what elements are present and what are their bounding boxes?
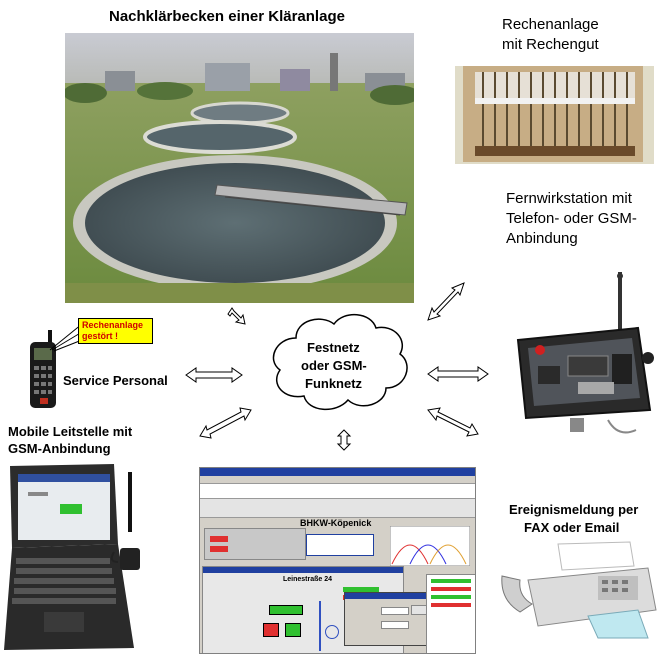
mobile-phone-photo [26, 330, 60, 410]
arrow-fax [427, 407, 479, 437]
plant-title: Nachklärbecken einer Kläranlage [109, 8, 345, 25]
screen-subtitle: Leinestraße 24 [283, 576, 333, 583]
remote-label-line1: Fernwirkstation mit [506, 190, 632, 207]
network-line1: Festnetz [307, 340, 360, 355]
mobile-label-line2: GSM-Anbindung [8, 441, 111, 456]
arrow-service [185, 367, 243, 383]
event-label-line1: Ereignismeldung per [509, 502, 639, 517]
arrow-screen [336, 429, 352, 451]
laptop-photo [4, 462, 154, 652]
alert-line1: Rechenanlage [82, 320, 144, 330]
fax-photo [498, 540, 658, 640]
service-label: Service Personal [63, 373, 168, 388]
remote-station-photo [508, 270, 656, 445]
network-line2: oder GSM- [301, 358, 367, 373]
clarifier-photo [65, 33, 414, 303]
arrow-clarifier [227, 307, 246, 325]
rake-photo [455, 66, 654, 164]
screen-title: BHKW-Köpenick [300, 518, 372, 528]
scada-screenshot: BHKW-Köpenick Leinestraße 24 [199, 467, 476, 654]
arrow-mobile [199, 407, 252, 439]
alert-bubble: Rechenanlage gestört ! [78, 318, 153, 344]
network-line3: Funknetz [305, 376, 363, 391]
mobile-label-line1: Mobile Leitstelle mit [8, 424, 133, 439]
arrow-station [427, 366, 489, 382]
event-label-line2: FAX oder Email [524, 520, 620, 535]
remote-label-line2: Telefon- oder GSM- [506, 210, 637, 227]
signal-lines [49, 323, 83, 352]
arrow-remote [427, 282, 465, 321]
network-cloud [272, 314, 408, 410]
remote-label-line3: Anbindung [506, 230, 578, 247]
rake-label-line1: Rechenanlage [502, 16, 599, 33]
alert-line2: gestört ! [82, 331, 118, 341]
rake-label-line2: mit Rechengut [502, 36, 599, 53]
